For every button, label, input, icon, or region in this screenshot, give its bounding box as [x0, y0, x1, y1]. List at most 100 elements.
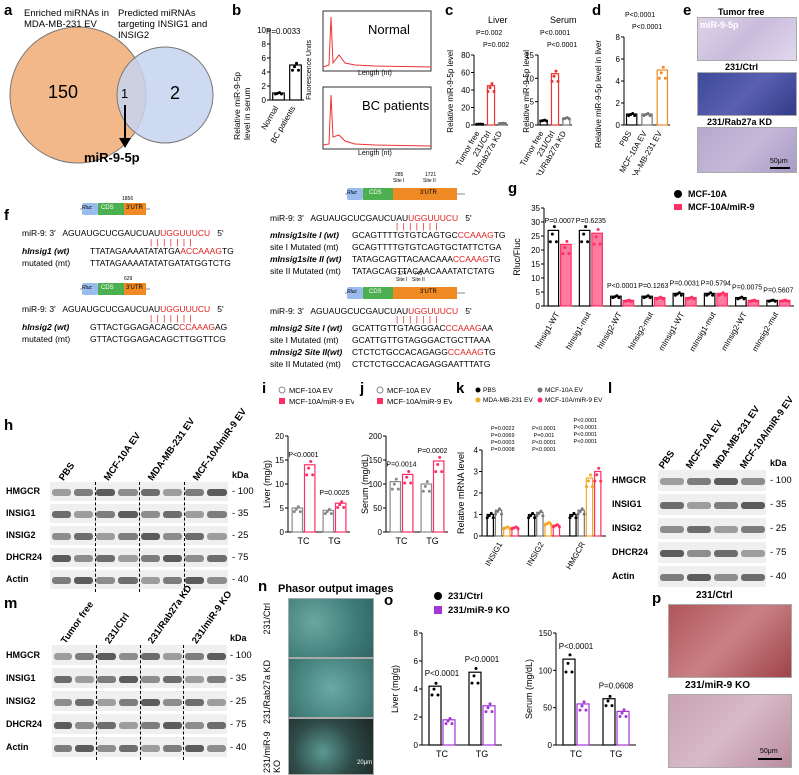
chart-j-dot-0-1-3: [409, 481, 413, 485]
blot-h-band-0-4: [140, 489, 160, 496]
blot-h-band-0-5: [162, 489, 182, 496]
blot-h-band-4-3: [118, 577, 138, 584]
blot-m-kda-3: - 75: [230, 718, 247, 730]
chart-g-dot-0-1-2: [565, 239, 569, 243]
chart-b-ytick-label-1: 2: [262, 82, 267, 91]
blot-m-band-2-3: [119, 698, 138, 706]
blot-h-row-label-2: INSIG2: [6, 530, 36, 540]
blot-m-band-1-7: [206, 675, 226, 683]
blot-m-band-3-2: [97, 721, 117, 729]
ihc-e-scale: 50μm: [770, 158, 788, 165]
chart-k-legend-1: MCF-10A EV: [545, 387, 584, 394]
blot-h-lane-2: MDA-MB-231 EV: [146, 416, 198, 483]
blot-h-band-4-4: [140, 577, 160, 584]
construct-h2-utr: 3'UTR: [126, 285, 143, 291]
blot-m-band-4-3: [119, 744, 138, 752]
chart-o2-dot-1-1-3: [624, 714, 628, 718]
blot-l-band-1-1: [686, 502, 711, 509]
trace-xlabel-bottom: Length (nt): [358, 150, 392, 157]
construct-m1-pos-b: 1721: [425, 172, 437, 178]
chart-j-bar-0-1: [401, 473, 414, 533]
phasor-label-1: 231/Ctrl: [262, 603, 272, 635]
chart-j-dot-0-0-1: [392, 482, 396, 486]
blot-l-kda-title: kDa: [770, 458, 787, 468]
chart-o2-dot-1-0-0: [604, 704, 608, 708]
chart-g-dot-2-0-3: [617, 296, 621, 300]
f-h1-wt-label: hInsig1 (wt): [22, 246, 70, 256]
chart-k-pvalue-0-2: P=0.0003: [491, 440, 515, 446]
chart-o1-dot-0-0-3: [436, 693, 440, 697]
f-h2-wt-label: hInsig2 (wt): [22, 322, 70, 332]
chart-d-ytick-label-0: 0: [616, 121, 621, 130]
chart-b-bar-1-0: [289, 64, 302, 101]
chart-j-dot-0-0-2: [394, 477, 398, 481]
blot-l-kda-0: - 100: [770, 475, 792, 486]
blot-h-band-4-7: [207, 577, 227, 584]
chart-g-legend-1: MCF-10A/miR-9: [688, 202, 755, 212]
f-m2-label-3: site II Mutated (mt): [270, 359, 341, 369]
chart-k-dot-2-1-2: [580, 507, 584, 511]
chart-o2-dot-0-0-0: [564, 670, 568, 674]
chart-g-dot-6-1-3: [754, 299, 758, 303]
panel-j-label: j: [360, 380, 365, 397]
chart-o1-dot-1-1-1: [486, 706, 490, 710]
blot-m-band-0-2: [97, 652, 117, 660]
chart-o-legend-1: 231/miR-9 KO: [448, 605, 510, 616]
chart-i-legend-0: MCF-10A EV: [289, 386, 333, 395]
chart-o2-ytick-label-0: 0: [548, 741, 553, 750]
chart-o2-pvalue-0: P<0.0001: [559, 642, 594, 651]
chart-k-dot-2-2-3: [590, 485, 594, 489]
construct-h2-pos: 629: [124, 276, 133, 282]
f-m1-seq-2: TATAGCAGTTACAACAAACCAAAGTG: [352, 254, 501, 264]
chart-d-ytick-label-3: 6: [616, 55, 621, 64]
chart-b-dot-1-0-1: [293, 65, 296, 69]
chart-o2-dot-1-1-1: [620, 711, 624, 715]
blot-m-band-2-0: [53, 698, 73, 706]
chart-i-dot-1-0-1: [325, 509, 329, 513]
ihc-e-label-3: 231/Rab27a KD: [707, 117, 773, 127]
panel-f-label: f: [4, 207, 9, 224]
chart-g-dot-3-1-2: [659, 295, 663, 299]
blot-m-band-1-2: [97, 675, 117, 683]
construct-h2: [80, 283, 150, 295]
chart-c-serum-dot-1-0-2: [554, 69, 558, 73]
blot-m-band-4-1: [75, 744, 95, 752]
blot-m-row-label-1: INSIG1: [6, 672, 36, 683]
blot-h-divider-1: [94, 482, 96, 592]
chart-c-liver-ytick-label-3: 60: [461, 69, 470, 78]
chart-j-dot-1-0-0: [421, 489, 425, 493]
construct-h1: [80, 203, 150, 215]
chart-k-dot-0-3-3: [516, 527, 520, 531]
f-mir-row-2: miR-9: 3' AGUAUGCUCGAUCUAUUGGUUUCU 5': [22, 304, 224, 314]
blot-m-lane-0: Tumor free: [58, 599, 96, 646]
chart-g-dot-4-1-3: [692, 297, 696, 301]
chart-g-dot-1-0-0: [580, 240, 584, 244]
blot-h-band-3-0: [51, 555, 71, 562]
chart-c-liver-dot-0-0-3: [481, 122, 485, 126]
construct-m2: [345, 287, 465, 299]
chart-g-cat-7: mInsig2-mut: [750, 310, 780, 353]
chart-c-serum-bar-1-0: [550, 73, 560, 126]
blot-l-band-0-1: [686, 478, 711, 485]
ihc-p-label-1: 231/Ctrl: [696, 590, 733, 601]
ihc-e-label-1: Tumor free: [718, 7, 765, 17]
blot-m-band-3-5: [162, 721, 182, 729]
venn-left-text: Enriched miRNAs in MDA-MB-231 EV: [24, 8, 109, 30]
chart-o2-bar-1-1: [616, 710, 630, 746]
blot-m-band-0-3: [119, 652, 138, 660]
f-pairing-ticks-4: | | | | | | |: [396, 314, 439, 324]
panel-g-label: g: [508, 180, 518, 197]
chart-k-dot-1-0-2: [531, 511, 535, 515]
blot-l-lane-0: PBS: [656, 448, 677, 471]
chart-k-dot-0-3-2: [514, 525, 518, 529]
chart-c-serum-dot-2-0-3: [567, 117, 571, 121]
chart-g-ytick-label-2: 10: [531, 274, 540, 283]
venn-result: miR-9-5p: [84, 150, 140, 165]
blot-h-band-4-5: [162, 577, 182, 584]
chart-j-bar-1-0: [420, 483, 433, 533]
chart-k-pvalue-0-0: P=0.0022: [491, 426, 515, 432]
blot-h-band-3-4: [140, 555, 160, 562]
chart-b-ylabel: Relative miR-9-5p level in serum: [232, 71, 252, 140]
